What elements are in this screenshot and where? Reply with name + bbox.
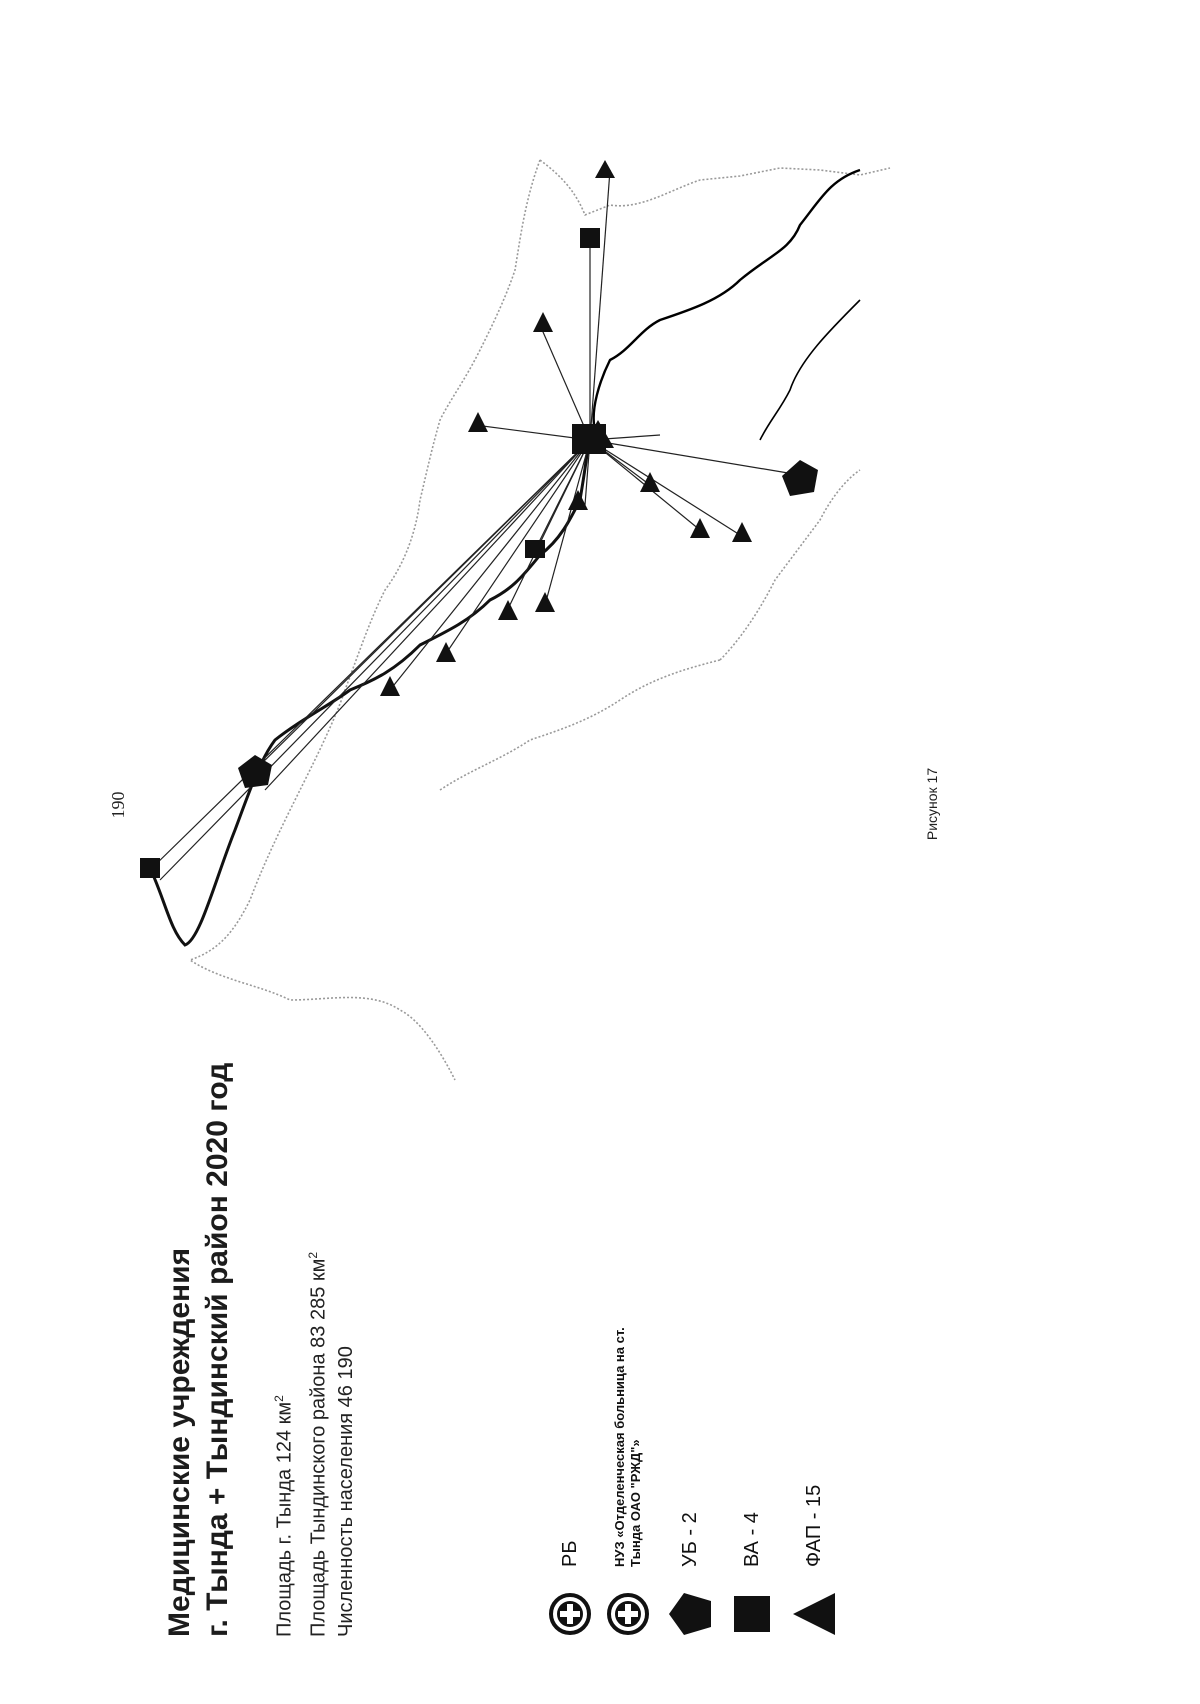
- stat-population: Численность населения 46 190: [335, 1346, 358, 1637]
- plus-circle-icon: [605, 1591, 651, 1637]
- stat-area-district-sup: 2: [305, 1251, 320, 1259]
- stat-area-district: Площадь Тындинского района 83 285 км2: [299, 937, 333, 1637]
- figure-caption: Рисунок 17: [924, 767, 940, 841]
- legend-label: ФАП - 15: [802, 1484, 825, 1567]
- stats-block: Площадь г. Тында 124 км2 Площадь Тындинс…: [265, 937, 360, 1637]
- legend-item-ub: УБ - 2: [667, 1512, 713, 1637]
- legend-label: РБ: [558, 1540, 581, 1567]
- legend-item-rb: РБ: [547, 1541, 593, 1637]
- rotated-slide: Медицинские учреждения г. Тында + Тындин…: [155, 47, 855, 1657]
- legend-item-nuz: НУЗ «Отделенческая больница на ст. Тында…: [605, 1307, 651, 1637]
- title-line-1: Медицинские учреждения: [163, 1247, 196, 1637]
- legend-label: УБ - 2: [678, 1512, 701, 1567]
- plus-circle-icon: [547, 1591, 593, 1637]
- legend-label: НУЗ «Отделенческая больница на ст. Тында…: [612, 1327, 643, 1567]
- triangle-icon: [791, 1591, 837, 1637]
- square-icon: [729, 1591, 775, 1637]
- pentagon-icon: [667, 1591, 713, 1637]
- page-number: 190: [108, 791, 128, 819]
- slide-title: Медицинские учреждения г. Тында + Тындин…: [161, 637, 237, 1637]
- stat-area-city: Площадь г. Тында 124 км2: [265, 937, 299, 1637]
- legend-item-va: ВА - 4: [729, 1512, 775, 1637]
- title-line-2: г. Тында + Тындинский район 2020 год: [201, 1062, 234, 1637]
- stat-area-city-text: Площадь г. Тында 124 км: [273, 1401, 296, 1637]
- stat-area-district-text: Площадь Тындинского района 83 285 км: [307, 1258, 330, 1637]
- stat-area-city-sup: 2: [272, 1395, 286, 1402]
- legend-item-fap: ФАП - 15: [791, 1485, 837, 1637]
- legend-label: ВА - 4: [740, 1512, 763, 1567]
